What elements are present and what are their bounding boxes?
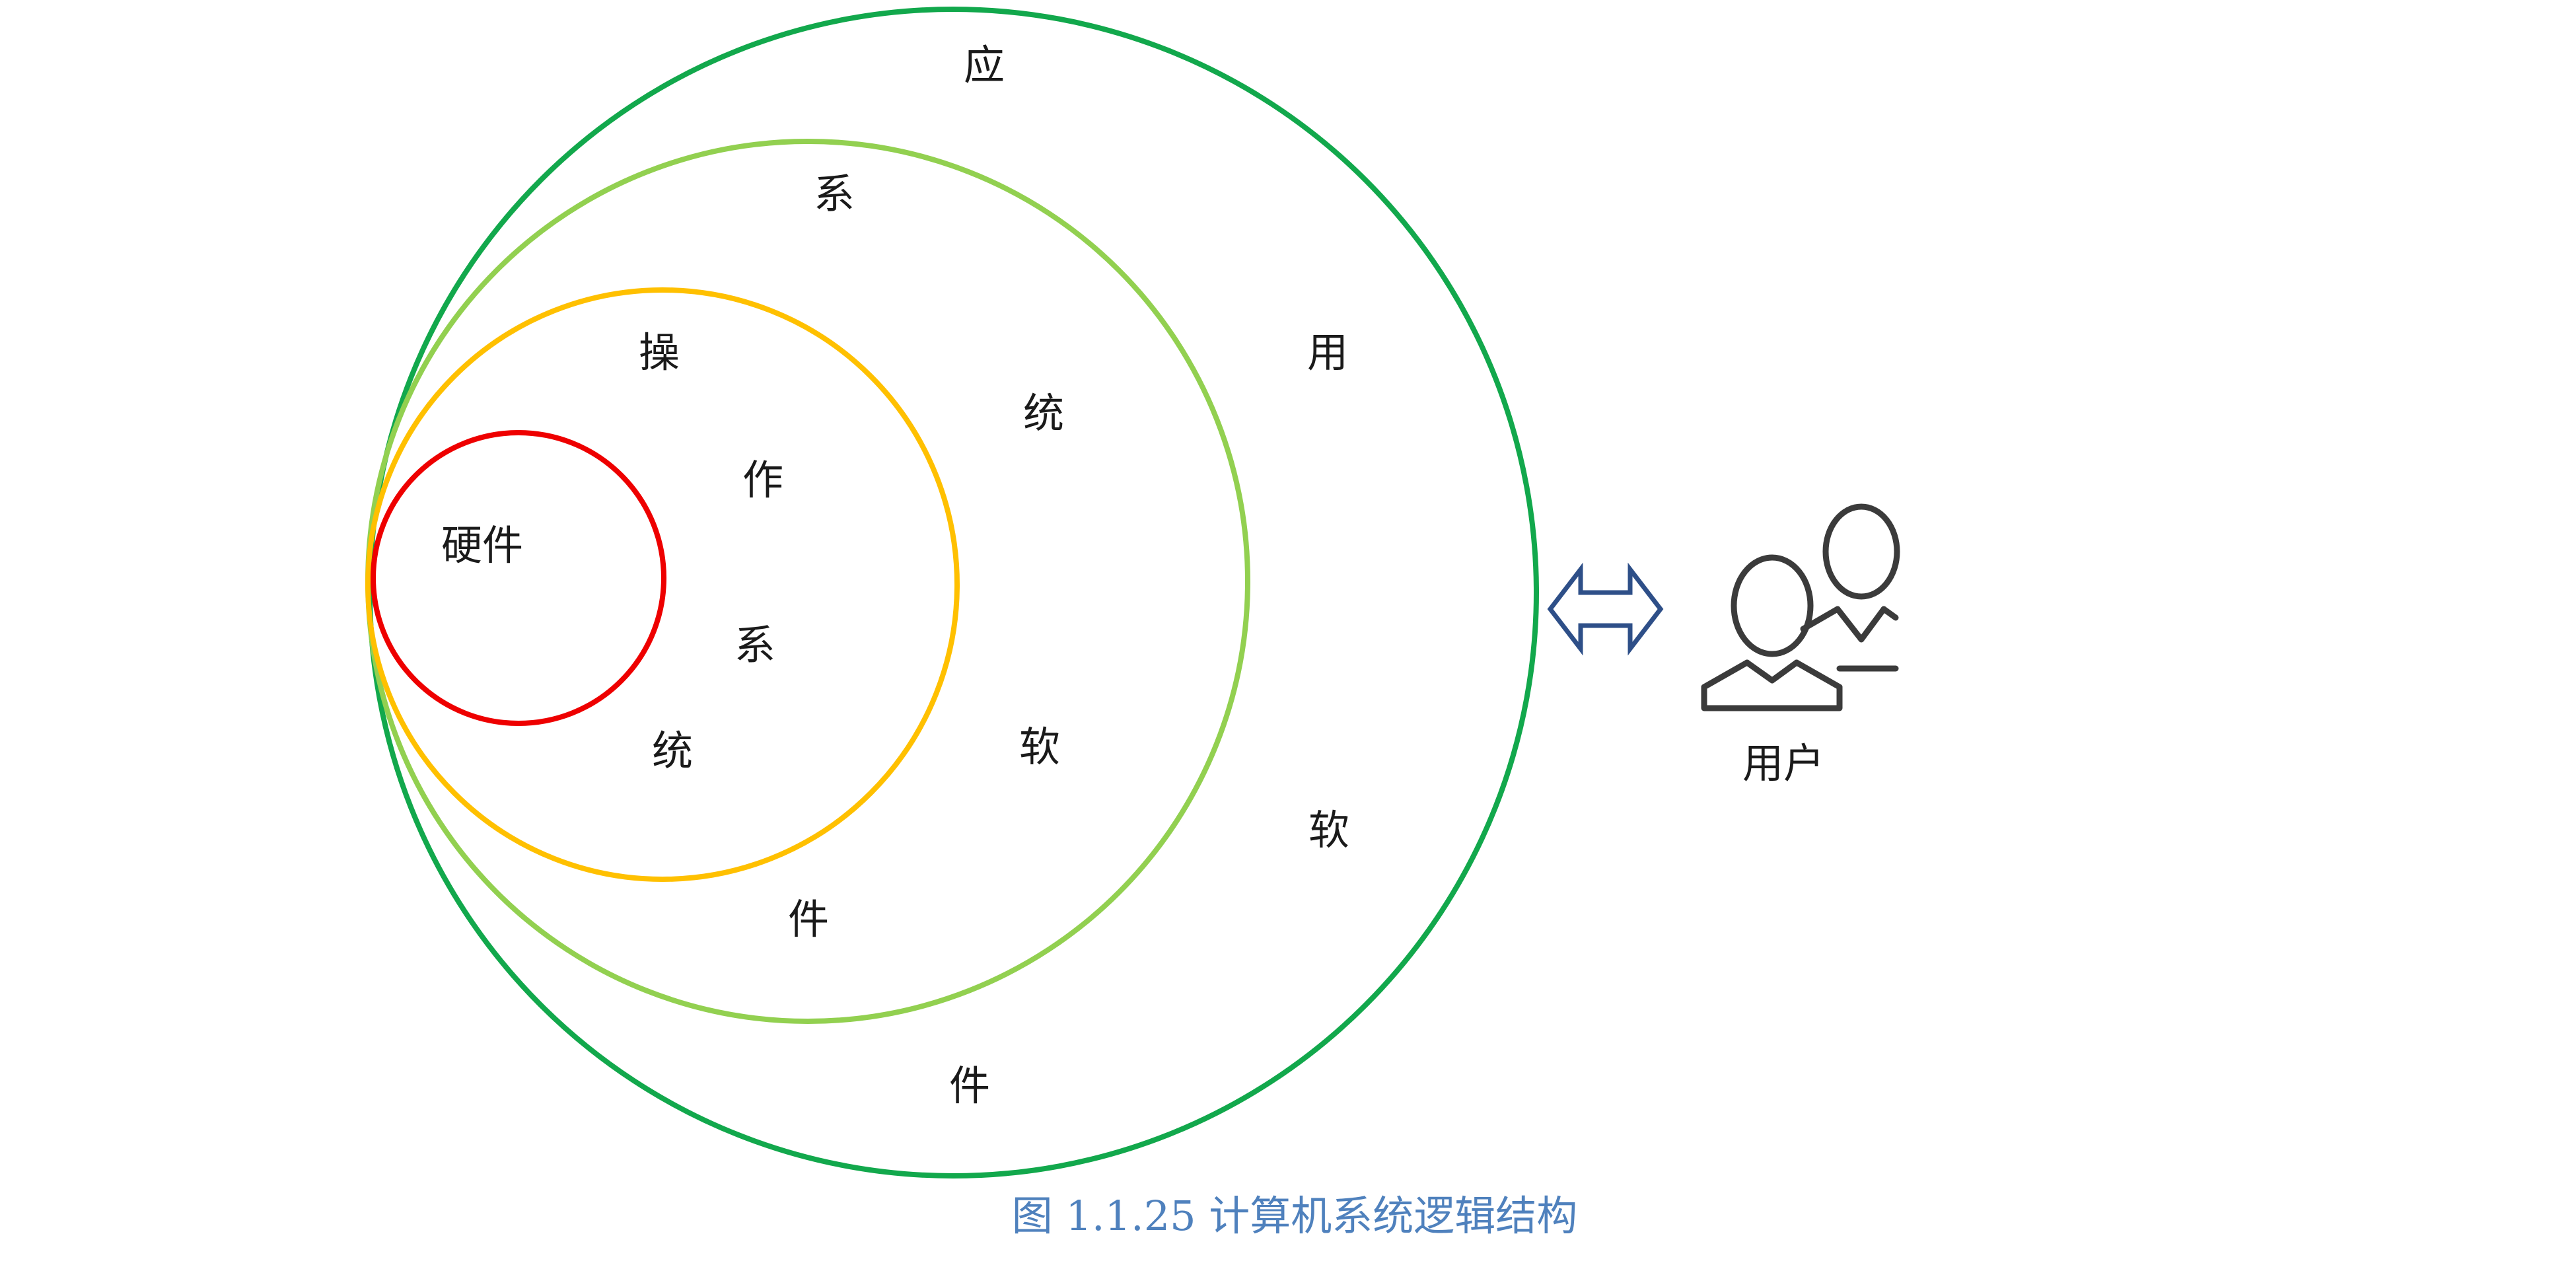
system-software-circle bbox=[365, 139, 1250, 1024]
user-label: 用户 bbox=[1742, 739, 1824, 787]
application-software-char-2: 用 bbox=[1307, 328, 1348, 377]
application-software-char-3: 软 bbox=[1308, 806, 1349, 854]
operating-system-char-1: 操 bbox=[639, 328, 680, 377]
operating-system-char-4: 统 bbox=[652, 727, 693, 775]
double-arrow-icon bbox=[1547, 562, 1664, 656]
users-icon bbox=[1701, 503, 1900, 711]
hardware-label: 硬件 bbox=[441, 521, 523, 569]
application-software-char-4: 件 bbox=[949, 1062, 990, 1110]
operating-system-char-2: 作 bbox=[742, 456, 783, 504]
system-software-char-3: 软 bbox=[1019, 723, 1060, 771]
operating-system-circle bbox=[365, 287, 960, 882]
hardware-circle bbox=[371, 430, 666, 726]
system-software-char-2: 统 bbox=[1023, 389, 1064, 437]
system-software-char-1: 系 bbox=[814, 170, 855, 218]
application-software-circle bbox=[367, 7, 1539, 1178]
application-software-char-1: 应 bbox=[964, 41, 1005, 89]
system-software-char-4: 件 bbox=[788, 895, 829, 943]
operating-system-char-3: 系 bbox=[734, 621, 775, 669]
figure-caption: 图 1.1.25 计算机系统逻辑结构 bbox=[1012, 1192, 1578, 1240]
